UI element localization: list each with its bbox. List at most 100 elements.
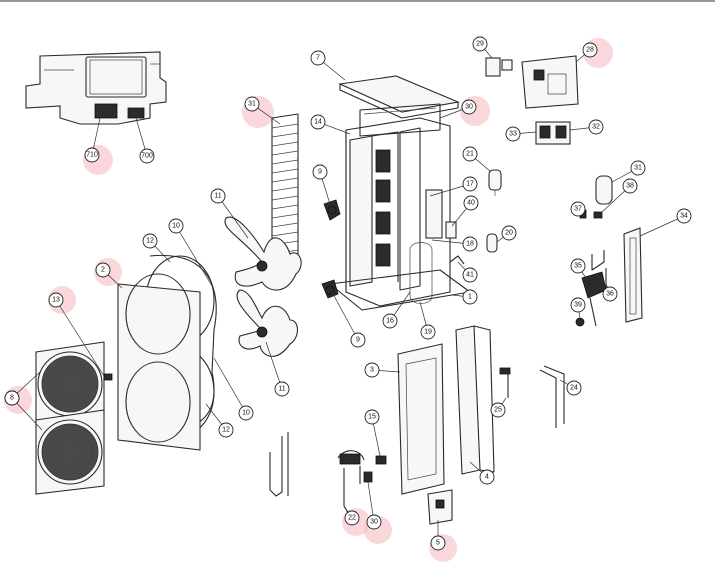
callout-label: 710: [86, 152, 98, 159]
callout-bubble: [570, 258, 586, 274]
callout-label: 10: [172, 223, 180, 230]
callout-label: 3: [370, 367, 374, 374]
fan-blade-lower: [236, 289, 299, 357]
part-15: [375, 455, 387, 465]
callout-bubble: [602, 286, 618, 302]
callout-label: 20: [505, 230, 513, 237]
callout-label: 30: [370, 519, 378, 526]
callout-label: 11: [214, 193, 221, 200]
callout-bubble: [139, 148, 155, 164]
callout-c1: 1: [451, 289, 478, 305]
callout-bubble: [168, 218, 184, 234]
callout-c15: 15: [364, 409, 381, 457]
callout-label: 35: [574, 263, 582, 270]
callout-c12a: 12: [142, 233, 171, 263]
callout-c2: 2: [95, 262, 123, 289]
callout-bubble: [462, 236, 478, 252]
callout-bubble: [622, 178, 638, 194]
callout-bubble: [582, 42, 598, 58]
callout-c21: 21: [462, 146, 492, 173]
control-box-assembly: [25, 51, 167, 125]
mesh-line: [271, 204, 299, 210]
callout-bubble: [490, 402, 506, 418]
callout-label: 9: [318, 169, 322, 176]
callout-bubble: [210, 188, 226, 204]
fan-blade-upper: [224, 216, 302, 291]
main-chassis: [329, 103, 471, 311]
callout-label: 700: [141, 153, 153, 160]
callout-bubble: [244, 96, 260, 112]
coil-pipes: [269, 432, 289, 497]
front-grilles: [35, 341, 113, 495]
callout-c9a: 9: [312, 164, 331, 205]
mesh-line: [271, 231, 299, 237]
callout-label: 36: [606, 291, 614, 298]
mesh-line: [271, 150, 299, 156]
callout-bubble: [461, 99, 477, 115]
callout-c14: 14: [310, 114, 351, 135]
screw-39: [575, 317, 585, 327]
callout-c29: 29: [472, 36, 493, 59]
callout-bubble: [364, 409, 380, 425]
pipes-24: [539, 365, 565, 428]
mesh-line: [271, 168, 299, 174]
callout-label: 12: [222, 427, 230, 434]
callout-label: 7: [316, 55, 320, 62]
heat-exchanger-34: [623, 227, 643, 323]
callout-label: 8: [10, 395, 14, 402]
callout-bubble: [630, 160, 646, 176]
callout-c24: 24: [559, 379, 582, 396]
callout-label: 31: [634, 165, 642, 172]
callout-c16: 16: [382, 291, 411, 329]
callout-c4: 4: [469, 461, 495, 485]
callout-bubble: [462, 146, 478, 162]
pcb-28: [521, 55, 579, 109]
callout-c31a: 31: [244, 96, 281, 125]
bracket-40-41: [445, 221, 465, 265]
callout-bubble: [570, 201, 586, 217]
leader-line: [639, 215, 685, 237]
callout-c11b: 11: [265, 341, 290, 397]
sensor-harness-22: [337, 450, 373, 517]
callout-c36: 36: [602, 283, 618, 302]
callout-bubble: [420, 324, 436, 340]
callout-label: 25: [494, 407, 502, 414]
cover-plate-5: [427, 489, 453, 525]
callout-label: 10: [242, 410, 250, 417]
callout-c12b: 12: [205, 403, 234, 438]
callout-label: 33: [509, 131, 517, 138]
callout-label: 19: [424, 329, 432, 336]
callout-c11a: 11: [210, 188, 249, 239]
callout-label: 14: [314, 119, 322, 126]
callout-bubble: [238, 405, 254, 421]
callout-c18: 18: [431, 236, 478, 252]
callout-label: 28: [586, 47, 594, 54]
callout-c10b: 10: [213, 357, 254, 421]
callout-label: 1: [468, 294, 472, 301]
callout-bubble: [472, 36, 488, 52]
callout-label: 31: [248, 101, 256, 108]
callout-bubble: [4, 390, 20, 406]
callout-c5: 5: [430, 520, 446, 551]
callout-c37: 37: [570, 201, 586, 217]
callout-bubble: [462, 267, 478, 283]
leader-line: [265, 341, 283, 390]
callout-bubble: [505, 126, 521, 142]
callout-label: 5: [436, 540, 440, 547]
callout-layer: 1234578899101011111212131415161718192021…: [4, 36, 692, 551]
relay-29: [485, 57, 513, 77]
callout-bubble: [310, 114, 326, 130]
callout-c33: 33: [505, 126, 537, 142]
callout-bubble: [366, 514, 382, 530]
callout-label: 34: [680, 213, 688, 220]
fan-frame-rings: [117, 254, 217, 451]
callout-bubble: [566, 380, 582, 396]
callout-bubble: [310, 50, 326, 66]
callout-label: 24: [570, 385, 578, 392]
callout-bubble: [84, 147, 100, 163]
callout-c13: 13: [48, 292, 105, 377]
callout-bubble: [676, 208, 692, 224]
callout-label: 9: [356, 337, 360, 344]
mesh-line: [271, 186, 299, 192]
